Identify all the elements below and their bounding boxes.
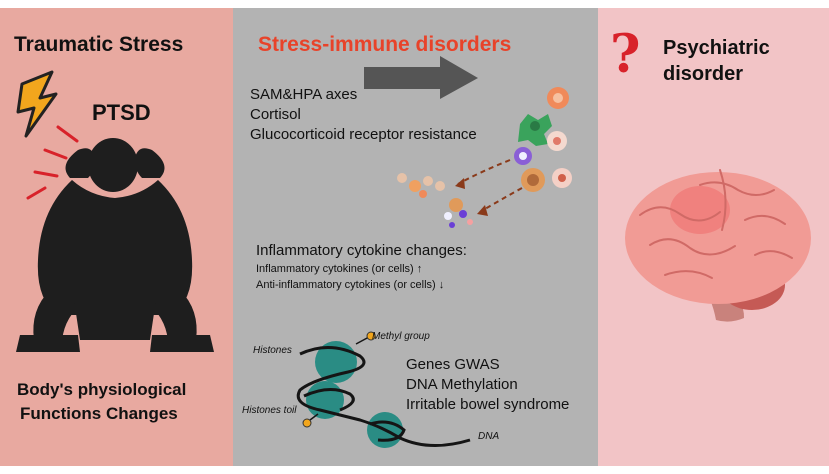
dna-label: DNA — [478, 431, 500, 442]
stress-rays-icon — [26, 125, 79, 200]
cytokine-line-anti-inflammatory: Anti-inflammatory cytokines (or cells) ↓ — [256, 279, 445, 291]
gene-line-methylation: DNA Methylation — [406, 376, 518, 393]
brain-icon — [625, 169, 811, 322]
psychiatric-title-line-2: disorder — [663, 63, 744, 85]
cytokine-heading: Inflammatory cytokine changes: — [256, 242, 467, 259]
question-mark-icon: ? — [610, 24, 641, 85]
psychiatric-title-line-1: Psychiatric — [663, 37, 770, 59]
traumatic-stress-title: Traumatic Stress — [14, 33, 184, 56]
gene-line-gwas: Genes GWAS — [406, 356, 500, 373]
arrow-icon — [364, 56, 478, 99]
methyl-group-label: Methyl group — [372, 331, 430, 342]
stress-line-cortisol: Cortisol — [250, 106, 301, 123]
ptsd-label: PTSD — [92, 100, 151, 125]
lightning-icon — [16, 70, 58, 138]
immune-cells-icon — [397, 87, 572, 228]
person-icon — [16, 138, 214, 352]
histones-toil-label: Histones toil — [242, 405, 297, 416]
histones-label: Histones — [253, 345, 292, 356]
body-changes-line-1: Body's physiological — [17, 380, 187, 399]
gene-line-ibs: Irritable bowel syndrome — [406, 396, 570, 413]
stress-line-glucocorticoid: Glucocorticoid receptor resistance — [250, 126, 477, 143]
stress-immune-title: Stress-immune disorders — [258, 33, 512, 56]
body-changes-line-2: Functions Changes — [20, 404, 178, 423]
cytokine-line-inflammatory: Inflammatory cytokines (or cells) ↑ — [256, 263, 423, 275]
dna-icon — [296, 331, 471, 448]
stress-line-sam-hpa: SAM&HPA axes — [250, 86, 358, 103]
